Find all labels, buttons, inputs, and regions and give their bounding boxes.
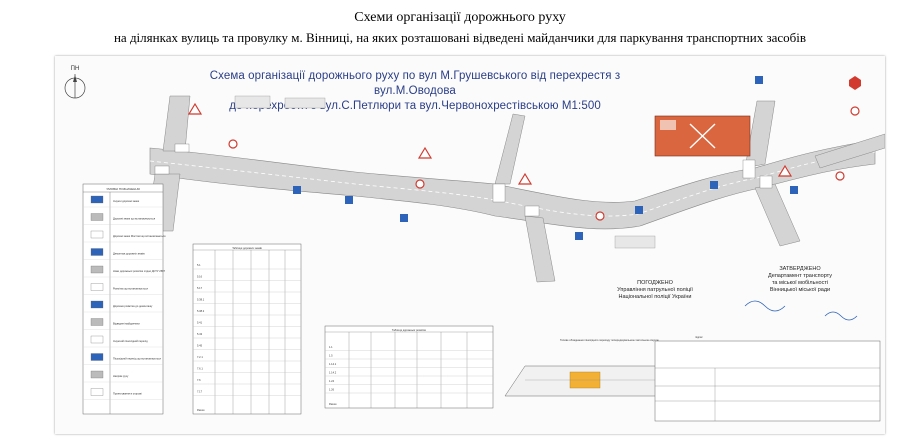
signs-table-row: 7.17 xyxy=(197,390,203,394)
legend-item: Розмітка що встановлюється xyxy=(113,287,148,291)
legend-symbol-icon xyxy=(90,388,104,396)
approved-stamp: ЗАТВЕРДЖЕНО Департамент транспорту та мі… xyxy=(745,266,855,294)
marking-table-row: 1.14.2 xyxy=(329,371,337,375)
legend-item: Демонтаж дорожніх знаків xyxy=(113,252,145,256)
signs-table-total: Разом xyxy=(197,408,205,412)
north-label: ПН xyxy=(70,66,80,72)
legend-item: Дорожні знаки Мостові що встановлюються xyxy=(113,234,166,238)
marking-table-row: 1.1 xyxy=(329,345,333,349)
sheet-title: Схема організації дорожнього руху по вул… xyxy=(180,69,650,114)
road-signs xyxy=(187,76,861,240)
legend: УМОВНІ ПОЗНАЧЕННЯ Існуючі дорожні знакиД… xyxy=(82,183,166,415)
building-block xyxy=(654,115,751,157)
tactile-crossing-detail: Типове обладнання пішохідного переходу п… xyxy=(504,338,676,397)
legend-item: Існуючий пішохідний перехід xyxy=(113,339,148,343)
signs-table-row: 5.45 xyxy=(197,344,203,348)
tactile-title: Типове обладнання пішохідного переходу п… xyxy=(560,338,659,342)
signs-table-row: 7.6 xyxy=(197,378,201,382)
page-title: Схеми організації дорожнього руху xyxy=(354,10,566,25)
legend-symbol-icon xyxy=(90,213,104,221)
signs-table-row: 5.38.1 xyxy=(197,298,205,302)
legend-item: Дорожні знаки що встановлюються xyxy=(113,217,156,221)
legend-symbol-icon xyxy=(90,195,104,204)
building-outline xyxy=(284,97,326,109)
signs-table-row: 5.38.2 xyxy=(197,309,205,313)
agreed-stamp: ПОГОДЖЕНО Управління патрульної поліції … xyxy=(600,280,710,301)
legend-item: Відведені майданчики xyxy=(113,322,140,326)
legend-symbol-icon xyxy=(90,248,104,256)
legend-item: Дорожня розмітка до демонтажу xyxy=(113,304,153,308)
sheet-title-line1: Схема організації дорожнього руху по вул… xyxy=(209,70,621,97)
building-outline xyxy=(614,235,656,249)
signs-table-row: 5.1 xyxy=(197,263,201,267)
legend-symbol-icon xyxy=(90,335,104,344)
marking-table-title: Таблиця дорожньої розмітки xyxy=(392,328,427,332)
legend-symbol-icon xyxy=(90,300,104,309)
signs-table-row: 5.41 xyxy=(197,321,203,325)
legend-item: Проектування в огорожі xyxy=(113,392,142,396)
signs-table-row: 5.17 xyxy=(197,286,203,290)
legend-item: Нове дорожньої розмітки згідно ДСТУ 2587 xyxy=(113,269,166,273)
legend-item: Пішохідний перехід що встановлюється xyxy=(113,357,161,361)
signs-table-row: 5.43 xyxy=(197,332,203,336)
legend-symbol-icon xyxy=(90,318,104,326)
signs-table-row: 7.2.1 xyxy=(197,355,203,359)
legend-symbol-icon xyxy=(90,370,104,379)
legend-symbol-icon xyxy=(90,353,104,361)
signs-table-title: Таблиця дорожніх знаків xyxy=(232,246,262,250)
signature-mark xyxy=(744,300,786,312)
marking-table-row: 1.26 xyxy=(329,388,335,392)
traffic-scheme-drawing: ПН Схема організації дорожнього руху по … xyxy=(55,56,885,434)
approved-stamp-text: ЗАТВЕРДЖЕНО Департамент транспорту та мі… xyxy=(768,266,832,293)
approval-stamps: підпис xyxy=(654,300,881,422)
legend-title: УМОВНІ ПОЗНАЧЕННЯ xyxy=(106,187,139,191)
north-arrow-icon: ПН xyxy=(55,66,95,104)
legend-item: Напрям руху xyxy=(113,374,129,378)
marking-table: Таблиця дорожньої розмітки 1.1 1.5 1.14.1 1… xyxy=(324,325,494,409)
signature-label: підпис xyxy=(695,335,703,339)
page-subtitle: на ділянках вулиць та провулку м. Вінниц… xyxy=(113,30,807,45)
signs-table-row: 5.16 xyxy=(197,275,203,279)
legend-symbol-icon xyxy=(90,265,104,274)
building-outline xyxy=(234,95,271,109)
signature-mark xyxy=(824,311,858,321)
marking-table-total: Разом xyxy=(329,402,337,406)
signs-table-row: 7.6.1 xyxy=(197,367,203,371)
marking-table-row: 1.5 xyxy=(329,354,333,358)
marking-table-row: 1.14.1 xyxy=(329,362,337,366)
signs-table: Таблиця дорожніх знаків 5.1 5.16 5.17 5.38.… xyxy=(192,243,302,415)
marking-table-row: 1.24 xyxy=(329,379,335,383)
legend-item: Існуючі дорожні знаки xyxy=(113,199,140,203)
legend-symbol-icon xyxy=(90,283,104,291)
agreed-stamp-text: ПОГОДЖЕНО Управління патрульної поліції … xyxy=(617,280,693,300)
legend-symbol-icon xyxy=(90,230,104,239)
crosswalk-markings xyxy=(154,143,773,217)
